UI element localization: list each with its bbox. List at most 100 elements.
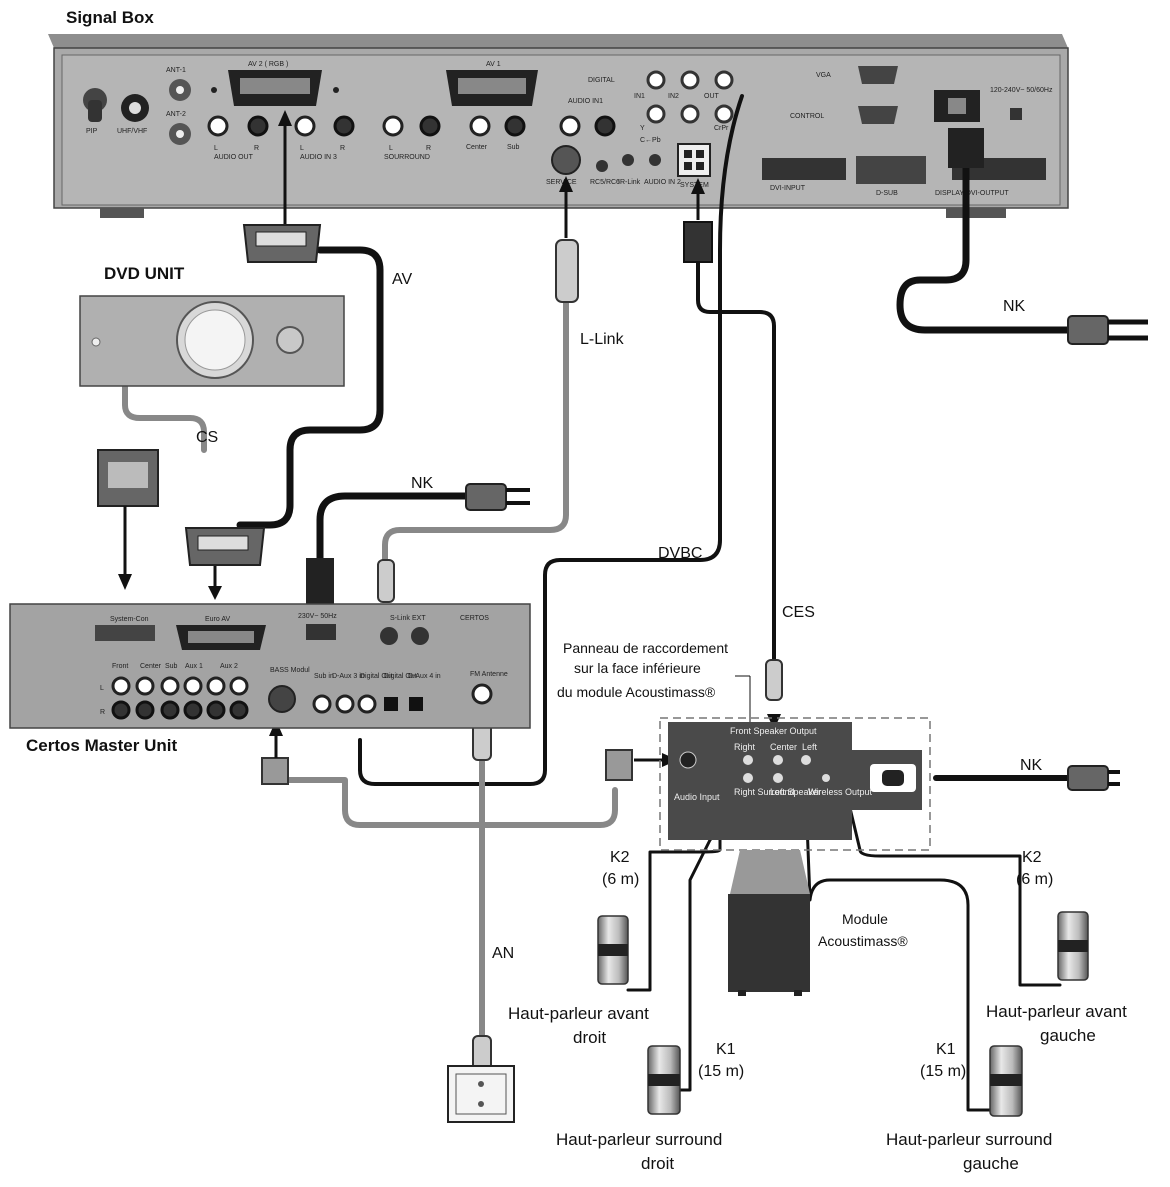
dvi-input-port <box>762 158 846 180</box>
svg-text:R: R <box>100 709 105 716</box>
cable-cs-label: CS <box>196 429 218 446</box>
antenna-wall-socket <box>447 1065 515 1123</box>
svg-text:Y: Y <box>640 125 645 132</box>
certos-master-unit: Certos Master Unit System-Con Euro AV CE… <box>9 603 531 755</box>
svg-text:DIGITAL: DIGITAL <box>588 77 615 84</box>
svg-text:Front: Front <box>112 663 128 670</box>
svg-text:Audio Input: Audio Input <box>674 792 720 802</box>
svg-text:Haut-parleur avant: Haut-parleur avant <box>986 1002 1127 1021</box>
svg-text:Digital Out: Digital Out <box>360 673 393 680</box>
svg-text:R: R <box>340 145 345 152</box>
svg-text:Sub: Sub <box>507 144 520 151</box>
svg-text:Center: Center <box>770 742 797 752</box>
connectors <box>97 110 1148 1087</box>
acoustimass-module: Module Acoustimass® <box>728 850 908 996</box>
svg-text:IR-Link: IR-Link <box>618 179 641 186</box>
cable-dvbc-label: DVBC <box>658 545 702 562</box>
surround-label: SOURROUND <box>384 154 430 161</box>
acoustimass-panel: Panneau de raccordement sur la face infé… <box>557 640 931 851</box>
svg-text:Right: Right <box>734 742 756 752</box>
svg-text:R: R <box>426 145 431 152</box>
svg-text:CERTOS: CERTOS <box>460 615 489 622</box>
svg-text:AUDIO IN1: AUDIO IN1 <box>568 98 603 105</box>
svg-text:FM Antenne: FM Antenne <box>470 671 508 678</box>
svg-text:System-Con: System-Con <box>110 616 149 623</box>
svg-text:R: R <box>254 145 259 152</box>
cable-av-label: AV <box>392 271 412 288</box>
svg-text:L: L <box>300 145 304 152</box>
certos-title: Certos Master Unit <box>26 736 177 755</box>
svg-text:Panneau de raccordement: Panneau de raccordement <box>563 640 728 656</box>
av2-label: AV 2 ( RGB ) <box>248 61 288 68</box>
speaker-surround-left <box>989 1045 1023 1117</box>
dvd-unit-title: DVD UNIT <box>104 264 185 283</box>
svg-text:sur la face inférieure: sur la face inférieure <box>574 660 701 676</box>
av1-label: AV 1 <box>486 61 501 68</box>
service-port <box>551 145 581 175</box>
svg-text:du module Acoustimass®: du module Acoustimass® <box>557 684 716 700</box>
svg-text:AUDIO IN 2: AUDIO IN 2 <box>644 179 681 186</box>
speaker-front-right <box>597 915 629 985</box>
vga-port <box>858 66 898 84</box>
svg-text:DVI-INPUT: DVI-INPUT <box>770 185 806 192</box>
ant1-label: ANT-1 <box>166 67 186 74</box>
dsub-port <box>856 156 926 184</box>
svg-text:Acoustimass®: Acoustimass® <box>818 933 908 949</box>
uhf-label: UHF/VHF <box>117 128 147 135</box>
svg-text:(6 m): (6 m) <box>1016 871 1053 888</box>
svg-text:L: L <box>100 685 104 692</box>
svg-text:D-SUB: D-SUB <box>876 190 898 197</box>
bass-modul-port <box>268 685 296 713</box>
cable-llink-label: L-Link <box>580 331 625 348</box>
svg-text:K2: K2 <box>610 849 630 866</box>
svg-text:(6 m): (6 m) <box>602 871 639 888</box>
svg-text:OUT: OUT <box>704 93 720 100</box>
svg-text:Right Surround: Right Surround <box>734 787 795 797</box>
svg-text:D-Aux 4 in: D-Aux 4 in <box>408 673 441 680</box>
svg-text:Center: Center <box>140 663 162 670</box>
svg-text:BASS Modul: BASS Modul <box>270 667 310 674</box>
svg-text:Left: Left <box>802 742 818 752</box>
svg-text:Haut-parleur surround: Haut-parleur surround <box>886 1130 1052 1149</box>
signal-box: Signal Box PIP UHF/VHF ANT-1 ANT-2 AV 2 … <box>48 8 1069 218</box>
svg-text:K1: K1 <box>716 1041 736 1058</box>
svg-text:L: L <box>389 145 393 152</box>
dvd-unit: DVD UNIT <box>79 264 345 387</box>
svg-text:Wireless Output: Wireless Output <box>808 787 873 797</box>
svg-text:gauche: gauche <box>963 1154 1019 1173</box>
svg-text:EXT: EXT <box>412 615 426 622</box>
speaker-front-left <box>1057 911 1089 981</box>
audio-in3-label: AUDIO IN 3 <box>300 154 337 161</box>
svg-text:gauche: gauche <box>1040 1026 1096 1045</box>
svg-text:Sub: Sub <box>165 663 178 670</box>
audio-out-label: AUDIO OUT <box>214 154 254 161</box>
cable-an-label: AN <box>492 945 514 962</box>
svg-text:droit: droit <box>641 1154 674 1173</box>
speakers <box>597 911 1089 1117</box>
svg-text:Sub in: Sub in <box>314 673 334 680</box>
svg-text:230V~ 50Hz: 230V~ 50Hz <box>298 613 337 620</box>
svg-text:Left Speaker: Left Speaker <box>770 787 821 797</box>
svg-text:CrPr: CrPr <box>714 125 729 132</box>
cable-nk-right-label: NK <box>1020 757 1043 774</box>
svg-text:K2: K2 <box>1022 849 1042 866</box>
svg-text:Digital Out: Digital Out <box>384 673 417 680</box>
svg-text:Euro AV: Euro AV <box>205 616 230 623</box>
signal-box-title: Signal Box <box>66 8 154 27</box>
cable-nk-top-label: NK <box>1003 298 1026 315</box>
svg-text:IN2: IN2 <box>668 93 679 100</box>
cable-ces-label: CES <box>782 604 815 621</box>
speaker-surround-right <box>647 1045 681 1115</box>
svg-text:(15 m): (15 m) <box>698 1063 744 1080</box>
cable-nk-mid-label: NK <box>411 475 434 492</box>
svg-text:K1: K1 <box>936 1041 956 1058</box>
svg-text:Module: Module <box>842 911 888 927</box>
svg-text:droit: droit <box>573 1028 606 1047</box>
svg-text:Front Speaker Output: Front Speaker Output <box>730 726 817 736</box>
cables <box>122 94 1074 1112</box>
svg-text:Aux 2: Aux 2 <box>220 663 238 670</box>
cable-labels: AV NK L-Link CS NK DVBC CES NK AN K2 (6 … <box>196 271 1053 1080</box>
svg-text:RC5/RC6: RC5/RC6 <box>590 179 620 186</box>
svg-text:Haut-parleur surround: Haut-parleur surround <box>556 1130 722 1149</box>
